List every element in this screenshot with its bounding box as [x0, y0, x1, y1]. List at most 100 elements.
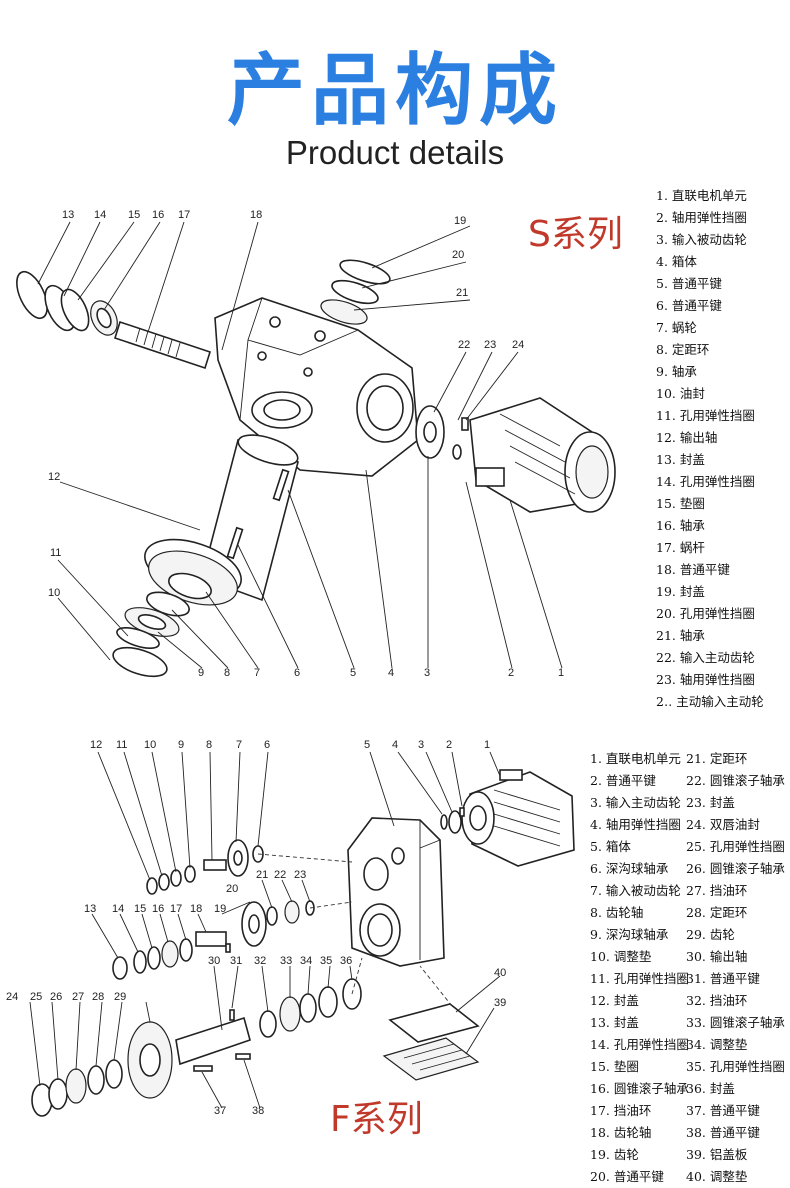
s-callout-20: 20: [452, 249, 464, 261]
legend-item: 26. 圆锥滚子轴承: [686, 861, 785, 876]
s-part-21-bearing: [320, 299, 368, 325]
legend-item: 21. 轴承: [656, 628, 705, 643]
f-callout-35: 35: [320, 955, 332, 967]
f-part-3-input-gear: [448, 810, 462, 834]
legend-item: 6. 普通平键: [656, 298, 722, 313]
f-part-34-shim: [299, 993, 317, 1023]
legend-item: 32. 挡油环: [686, 993, 748, 1008]
f-callout-16: 16: [152, 903, 164, 915]
legend-item: 19. 封盖: [656, 584, 705, 599]
legend-item: 3. 输入被动齿轮: [656, 232, 747, 247]
legend-item: 36. 封盖: [686, 1081, 735, 1096]
s-callouts: 13 14 15 16 17 18 19 20 21 22 23 24 12 1…: [48, 209, 564, 679]
f-callout-40: 40: [494, 967, 506, 979]
s-callout-19: 19: [454, 215, 466, 227]
s-part-23-circlip: [452, 444, 462, 460]
legend-item: 17. 挡油环: [590, 1103, 652, 1118]
f-part-38-key: [235, 1053, 251, 1060]
f-callout-24: 24: [6, 991, 18, 1003]
legend-item: 40. 调整垫: [686, 1169, 748, 1184]
s-callout-12: 12: [48, 471, 60, 483]
f-part-31-key: [229, 1009, 235, 1021]
s-part-13-cover: [16, 270, 48, 320]
f-part-11-circlip: [158, 873, 170, 891]
f-callout-8: 8: [206, 739, 212, 751]
legend-item: 2. 轴用弹性挡圈: [656, 210, 747, 225]
legend-item: 4. 轴用弹性挡圈: [590, 817, 681, 832]
f-callout-11: 11: [116, 739, 127, 751]
s-callout-16: 16: [152, 209, 164, 221]
f-part-40-shim: [388, 1003, 480, 1043]
f-callout-28: 28: [92, 991, 104, 1003]
f-part-16-bearing: [161, 940, 179, 968]
f-callout-9: 9: [178, 739, 184, 751]
legend-item: 10. 调整垫: [590, 949, 652, 964]
f-part-5-housing: [347, 817, 445, 967]
f-part-18-gear-shaft: [195, 931, 227, 947]
s-series-drawing: 13 14 15 16 17 18 19 20 21 22 23 24 12 1…: [16, 209, 616, 679]
f-part-35-circlip: [318, 986, 338, 1018]
legend-item: 1. 直联电机单元: [656, 188, 747, 203]
legend-item: 11. 孔用弹性挡圈: [590, 971, 689, 986]
f-callout-15: 15: [134, 903, 146, 915]
f-callout-17: 17: [170, 903, 182, 915]
legend-item: 29. 齿轮: [686, 927, 735, 942]
s-callout-14: 14: [94, 209, 106, 221]
s-callout-2: 2: [508, 667, 514, 679]
legend-item: 13. 封盖: [590, 1015, 639, 1030]
legend-item: 35. 孔用弹性挡圈: [686, 1059, 785, 1074]
legend-item: 12. 封盖: [590, 993, 639, 1008]
f-callout-30: 30: [208, 955, 220, 967]
legend-item: 3. 输入主动齿轮: [590, 795, 681, 810]
legend-item: 23. 轴用弹性挡圈: [656, 672, 755, 687]
legend-item: 9. 轴承: [656, 364, 697, 379]
legend-item: 30. 输出轴: [686, 949, 748, 964]
f-callout-10: 10: [144, 739, 156, 751]
f-callout-38: 38: [252, 1105, 264, 1117]
page-title: 产品构成: [226, 46, 563, 136]
s-part-19-cover: [339, 259, 391, 285]
legend-item: 16. 轴承: [656, 518, 705, 533]
f-part-2-key: [459, 807, 465, 817]
s-callout-24: 24: [512, 339, 524, 351]
legend-item: 23. 封盖: [686, 795, 735, 810]
s-part-11-circlip: [116, 626, 160, 650]
legend-item: 8. 齿轮轴: [590, 905, 644, 920]
exploded-view-drawings: 13 14 15 16 17 18 19 20 21 22 23 24 12 1…: [6, 209, 616, 1117]
f-callout-36: 36: [340, 955, 352, 967]
legend-item: 7. 输入被动齿轮: [590, 883, 681, 898]
f-callout-31: 31: [230, 955, 242, 967]
legend-item: 8. 定距环: [656, 342, 710, 357]
s-callout-1: 1: [558, 667, 564, 679]
legend-item: 6. 深沟球轴承: [590, 861, 669, 876]
f-callout-18: 18: [190, 903, 202, 915]
legend-item: 25. 孔用弹性挡圈: [686, 839, 785, 854]
f-part-12-cover: [146, 877, 158, 895]
f-callout-3: 3: [418, 739, 424, 751]
legend-item: 20. 普通平键: [590, 1169, 664, 1184]
s-callout-13: 13: [62, 209, 74, 221]
f-part-20-key: [225, 943, 231, 953]
page-subtitle: Product details: [285, 134, 505, 171]
f-callout-37: 37: [214, 1105, 226, 1117]
legend-item: 18. 普通平键: [656, 562, 730, 577]
f-part-27-oil-ring: [87, 1065, 105, 1095]
legend-item: 38. 普通平键: [686, 1125, 760, 1140]
f-callout-29: 29: [114, 991, 126, 1003]
s-part-8-spacer: [146, 591, 190, 617]
f-part-32-oil-ring: [259, 1010, 277, 1038]
legend-item: 5. 箱体: [590, 839, 631, 854]
f-part-21-spacer: [266, 906, 278, 926]
f-callout-7: 7: [236, 739, 242, 751]
s-part-24-key: [461, 417, 469, 431]
legend-item: 12. 输出轴: [656, 430, 718, 445]
legend-item: 22. 圆锥滚子轴承: [686, 773, 785, 788]
f-part-17-oil-ring: [179, 938, 193, 962]
s-callout-23: 23: [484, 339, 496, 351]
s-callout-9: 9: [198, 667, 204, 679]
legend-item: 15. 垫圈: [656, 496, 705, 511]
f-part-14-circlip: [133, 950, 147, 974]
s-callout-11: 11: [50, 547, 61, 559]
f-callout-19: 19: [214, 903, 226, 915]
